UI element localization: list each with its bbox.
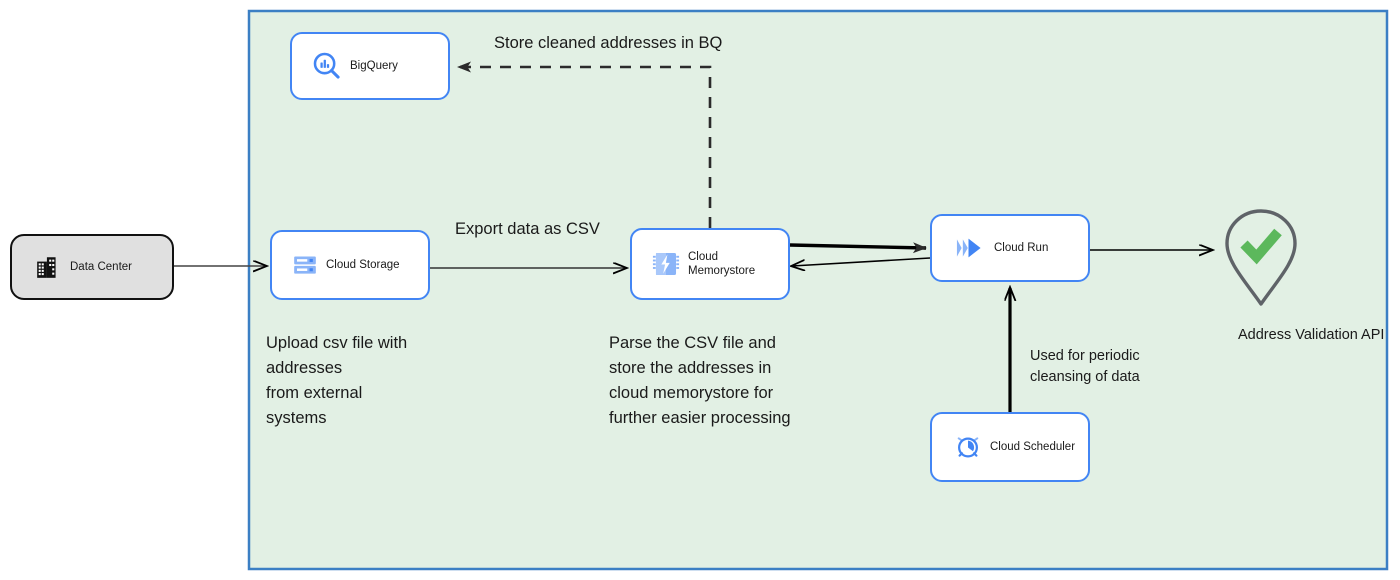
edge-cloudrun-to-memorystore (792, 257, 931, 266)
node-label-cloud-storage: Cloud Storage (326, 258, 400, 271)
edge-memorystore-to-cloudrun (789, 242, 927, 254)
cloud-memorystore-icon (644, 250, 688, 278)
node-cloud-run[interactable]: Cloud Run (930, 214, 1090, 282)
cloud-scheduler-icon (946, 433, 990, 461)
node-label-cloud-memorystore: Cloud Memorystore (688, 250, 756, 277)
node-cloud-memorystore[interactable]: Cloud Memorystore (630, 228, 790, 300)
node-label-bigquery: BigQuery (350, 59, 398, 72)
node-bigquery[interactable]: BigQuery (290, 32, 450, 100)
node-data-center[interactable]: Data Center (10, 234, 174, 300)
node-label-data-center: Data Center (70, 260, 133, 273)
node-address-validation-api[interactable] (1218, 206, 1304, 310)
bigquery-icon (304, 50, 350, 82)
node-cloud-scheduler[interactable]: Cloud Scheduler (930, 412, 1090, 482)
label-store-cleaned-addresses-in-bq: Store cleaned addresses in BQ (494, 34, 723, 52)
cloud-run-icon (944, 233, 994, 263)
node-label-cloud-scheduler: Cloud Scheduler (990, 440, 1076, 453)
node-cloud-storage[interactable]: Cloud Storage (270, 230, 430, 300)
caption-parse-csv: Parse the CSV file and store the address… (609, 334, 791, 428)
data-center-icon (26, 254, 70, 280)
google-cloud-boundary (247, 9, 1389, 571)
caption-upload-csv: Upload csv file with addresses from exte… (266, 334, 408, 428)
map-pin-check-icon (1225, 209, 1297, 306)
label-periodic-cleansing-note: Used for periodic cleansing of data (1030, 348, 1140, 386)
label-address-validation-api: Address Validation API (1238, 327, 1385, 343)
cloud-storage-icon (284, 252, 326, 278)
edge-memorystore-to-bigquery (457, 61, 712, 228)
node-label-cloud-run: Cloud Run (994, 241, 1049, 254)
label-export-data-as-csv: Export data as CSV (455, 220, 600, 238)
